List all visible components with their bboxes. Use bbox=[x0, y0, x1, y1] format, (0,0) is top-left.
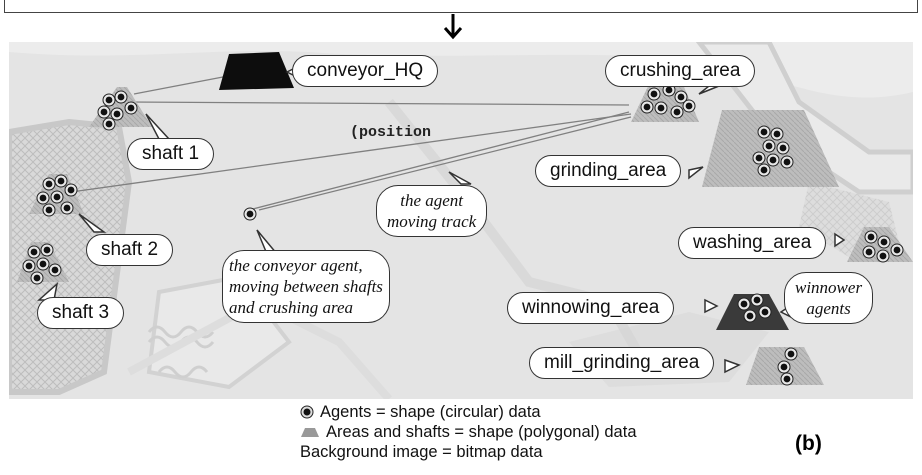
shaft-3-area bbox=[17, 242, 69, 285]
winnower-line-2: agents bbox=[806, 299, 851, 318]
conveyor-hq-area bbox=[219, 52, 294, 90]
agent-track-line-1: the agent bbox=[400, 191, 464, 210]
panel-label: (b) bbox=[795, 432, 822, 455]
washing-area bbox=[847, 227, 913, 263]
conveyor-agent-line-1: the conveyor agent, bbox=[229, 256, 363, 275]
conveyor-hq-label: conveyor_HQ bbox=[292, 55, 439, 87]
washing-area-label: washing_area bbox=[678, 227, 827, 259]
legend: Agents = shape (circular) data Areas and… bbox=[300, 402, 637, 462]
shaft-2-area bbox=[29, 174, 84, 217]
grinding-area-label: grinding_area bbox=[535, 155, 682, 187]
legend-areas-text: Areas and shafts = shape (polygonal) dat… bbox=[326, 423, 637, 441]
agent-track-callout: the agent moving track bbox=[376, 185, 488, 237]
area-polygon-icon bbox=[301, 428, 319, 437]
crushing-area bbox=[631, 80, 699, 122]
shaft-2-label: shaft 2 bbox=[86, 234, 174, 266]
conveyor-agent-line-2: moving between shafts bbox=[229, 277, 383, 296]
down-arrow-icon bbox=[443, 14, 463, 40]
conveyor-agent-line-3: and crushing area bbox=[229, 298, 354, 317]
mine-map: conveyor_HQ crushing_area shaft 1 shaft … bbox=[9, 42, 913, 399]
conveyor-agent bbox=[243, 207, 257, 221]
mill-grinding-area-label: mill_grinding_area bbox=[529, 347, 715, 379]
agent-track-line-2: moving track bbox=[387, 212, 477, 231]
agent-dot-icon bbox=[300, 405, 314, 419]
winnowing-area-label: winnowing_area bbox=[507, 292, 675, 324]
legend-background-text: Background image = bitmap data bbox=[300, 443, 543, 461]
winnower-line-1: winnower bbox=[795, 278, 863, 297]
grinding-area bbox=[702, 110, 839, 187]
position-annotation: (position bbox=[350, 124, 432, 141]
shaft-1-label: shaft 1 bbox=[127, 138, 215, 170]
shaft-1-area bbox=[89, 87, 152, 131]
crushing-area-label: crushing_area bbox=[605, 55, 756, 87]
winnowing-area bbox=[716, 293, 789, 330]
moving-tracks bbox=[70, 71, 632, 211]
winnower-agents-callout: winnower agents bbox=[784, 272, 874, 324]
conveyor-agent-callout: the conveyor agent, moving between shaft… bbox=[222, 250, 390, 323]
legend-background: Background image = bitmap data bbox=[300, 442, 637, 462]
legend-agents-text: Agents = shape (circular) data bbox=[320, 403, 541, 421]
shaft-3-label: shaft 3 bbox=[37, 297, 125, 329]
legend-areas: Areas and shafts = shape (polygonal) dat… bbox=[300, 422, 637, 442]
mill-grinding-area bbox=[746, 347, 824, 386]
legend-agents: Agents = shape (circular) data bbox=[300, 402, 637, 422]
upper-panel-frame bbox=[4, 0, 918, 13]
